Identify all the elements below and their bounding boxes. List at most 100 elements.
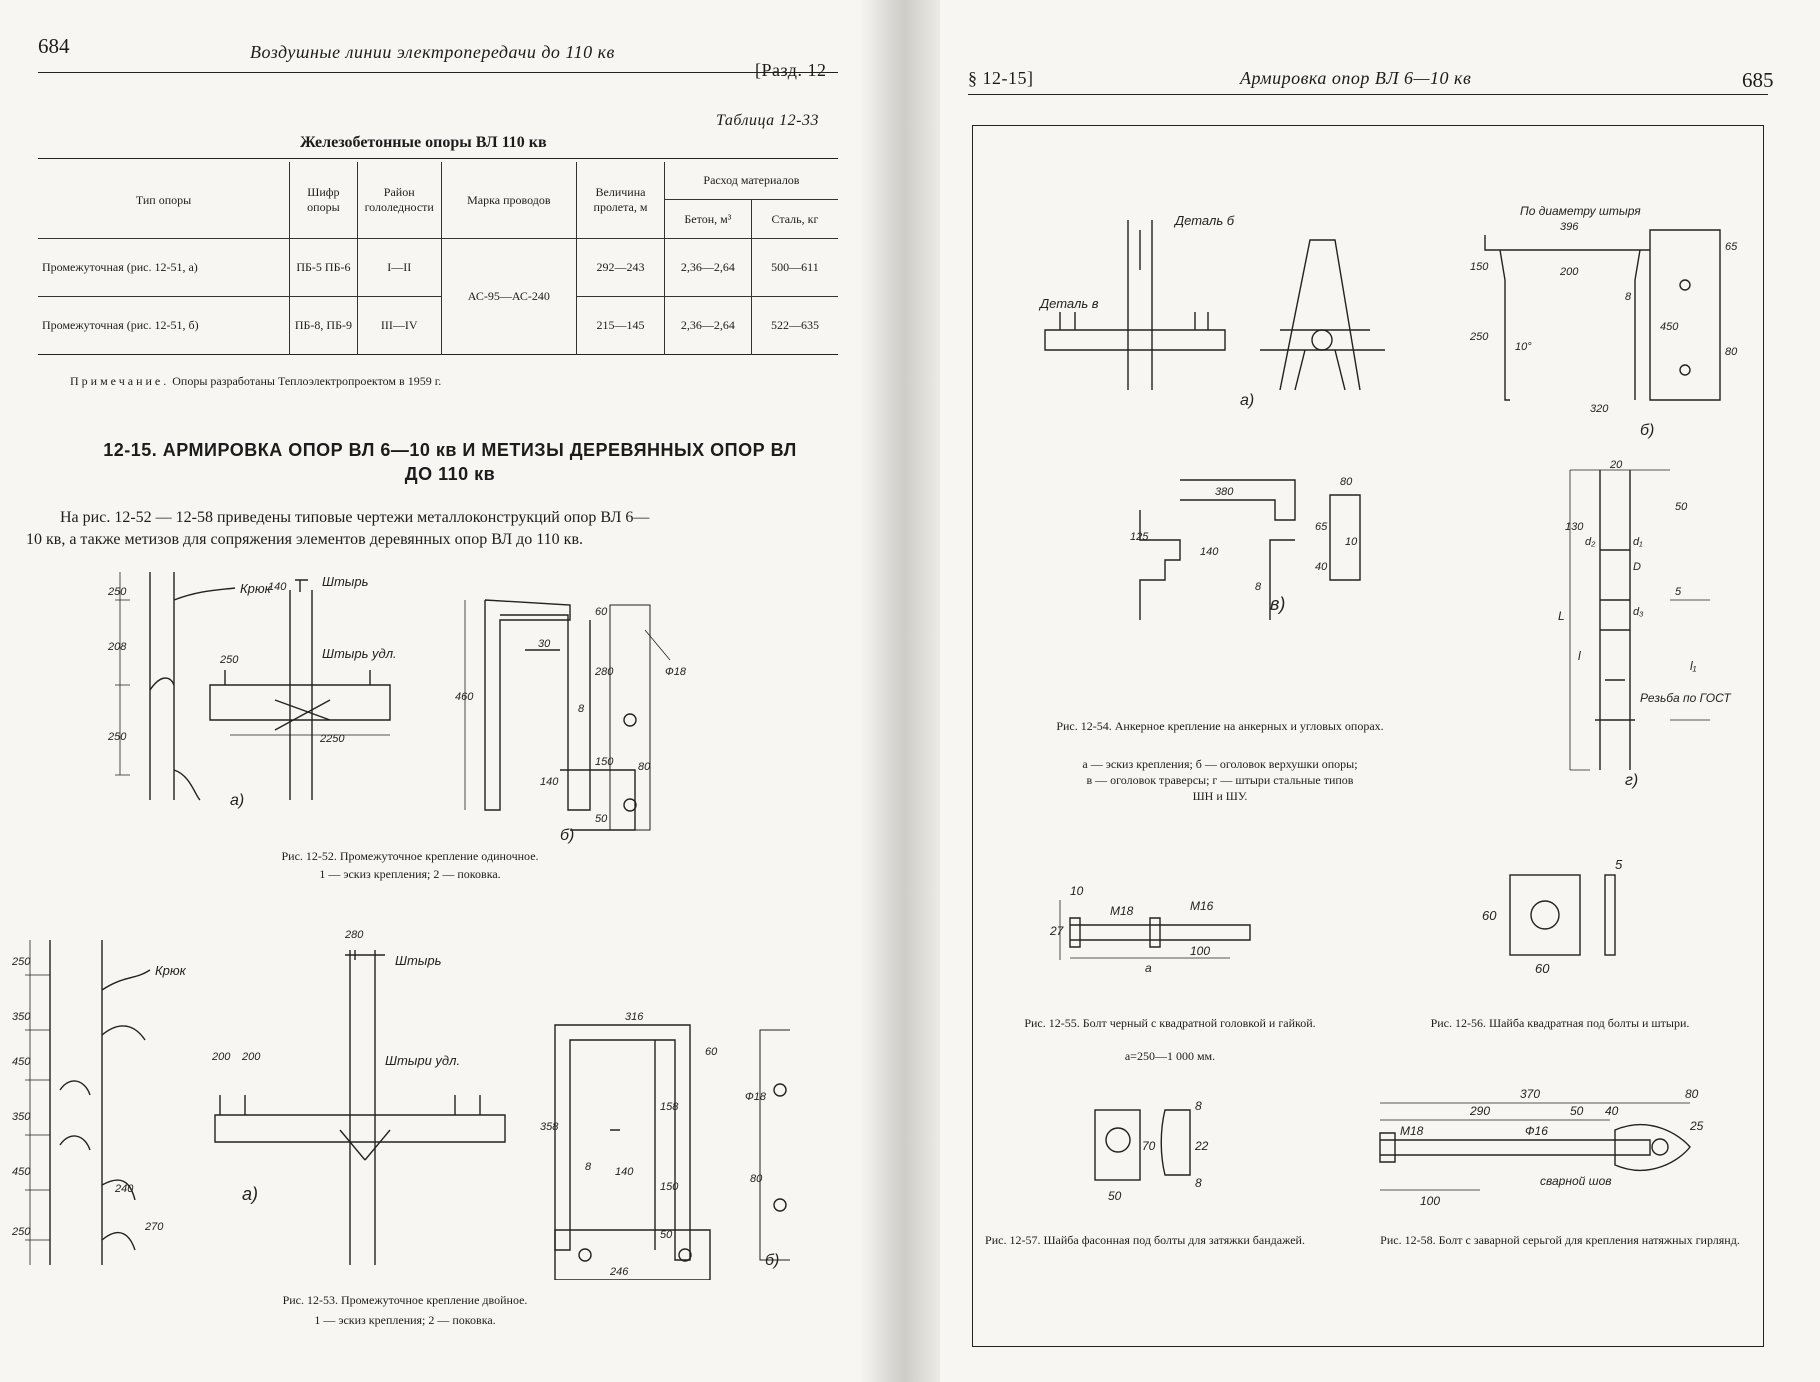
- note-12-55: а=250—1 000 мм.: [1124, 1049, 1216, 1063]
- legend-12-54-1: а — эскиз крепления; б — оголовок верхуш…: [1082, 757, 1358, 771]
- dim-phi18: Ф18: [665, 666, 687, 678]
- caption-12-54: Рис. 12-54. Анкерное крепление на анкерн…: [1056, 719, 1384, 733]
- th-wire: Марка проводов: [441, 162, 578, 239]
- figure-12-58: 370 80 290 50 40 25 Ф16 М18 100 сварной …: [1379, 1087, 1704, 1208]
- dim-350: 350: [12, 1111, 31, 1123]
- dim-150: 150: [1470, 261, 1489, 273]
- dim-250: 250: [1469, 331, 1489, 343]
- dim-8: 8: [1195, 1176, 1202, 1190]
- dim-280: 280: [344, 929, 364, 941]
- dim-65: 65: [1315, 521, 1328, 533]
- pole: [49, 940, 103, 1265]
- table-row: Промежуточная (рис. 12-51, б) ПБ-8, ПБ-9…: [38, 296, 838, 355]
- dim-350: 350: [12, 1011, 31, 1023]
- cell-concrete: 2,36—2,64: [664, 238, 752, 297]
- dim-50: 50: [1108, 1189, 1122, 1203]
- label-pin: Штырь: [322, 574, 369, 589]
- figure-frame: [972, 125, 1764, 1347]
- th-span: Величина пролета, м: [576, 162, 665, 239]
- left-page: 684 Воздушные линии электропередачи до 1…: [0, 0, 880, 1382]
- label-weld: сварной шов: [1540, 1174, 1612, 1188]
- dim-100: 100: [1190, 944, 1210, 958]
- dim-50: 50: [595, 813, 608, 825]
- header-rule-left: [38, 72, 838, 73]
- th-concrete: Бетон, м³: [664, 199, 752, 239]
- dim-8: 8: [1625, 291, 1632, 303]
- label-pin: Штырь: [395, 953, 442, 968]
- figure-12-57: 50 70 8 22 8: [1094, 1099, 1209, 1203]
- dim-290: 290: [1469, 1104, 1490, 1118]
- dim-8: 8: [1255, 581, 1262, 593]
- dim-140: 140: [268, 581, 287, 593]
- running-title-left: Воздушные линии электропередачи до 110 к…: [250, 42, 615, 62]
- dim-27: 27: [1050, 924, 1065, 938]
- label-v: в): [1270, 594, 1285, 614]
- th-steel: Сталь, кг: [771, 211, 819, 226]
- th-type: Тип опоры: [38, 162, 290, 239]
- figure-12-54: Деталь б Деталь в а) б) в) г) По диаметр…: [1038, 204, 1738, 789]
- dim-30: 30: [538, 638, 551, 650]
- dim-240: 240: [114, 1183, 134, 1195]
- dim-200: 200: [241, 1051, 261, 1063]
- caption-12-52: Рис. 12-52. Промежуточное крепление один…: [281, 849, 539, 863]
- dim-246: 246: [609, 1266, 629, 1278]
- pole: [149, 572, 175, 800]
- dim-396: 396: [1560, 221, 1579, 233]
- caption-12-57: Рис. 12-57. Шайба фасонная под болты для…: [985, 1233, 1305, 1247]
- dim-60: 60: [595, 606, 608, 618]
- cell-span: 292—243: [576, 238, 665, 297]
- dim-250: 250: [11, 956, 31, 968]
- cell-type: Промежуточная (рис. 12-51, б): [38, 296, 290, 355]
- label-a: а): [1240, 392, 1254, 409]
- dim-50: 50: [1675, 501, 1688, 513]
- dim-450: 450: [12, 1056, 31, 1068]
- th-code: Шифр опоры: [289, 162, 358, 239]
- dim-8: 8: [585, 1161, 592, 1173]
- materials-table: Тип опоры Шифр опоры Район гололедности …: [38, 162, 838, 355]
- dim-250: 250: [11, 1226, 31, 1238]
- cell-code: ПБ-5 ПБ-6: [289, 238, 358, 297]
- dim-200: 200: [1559, 266, 1579, 278]
- cell-steel: 500—611: [771, 260, 819, 274]
- note-label: Примечание.: [70, 374, 170, 388]
- dim-l: l: [1578, 649, 1581, 663]
- figure-12-53: Крюк Штырь Штыри удл. а) б) 250 350 450 …: [11, 929, 790, 1280]
- label-detail-b: Деталь б: [1173, 213, 1235, 228]
- cell-span: 215—145: [576, 296, 665, 355]
- th-ice: Район гололедности: [357, 162, 442, 239]
- dim-80: 80: [1725, 346, 1738, 358]
- legend-12-53: 1 — эскиз крепления; 2 — поковка.: [314, 1313, 496, 1327]
- hook: [173, 587, 236, 601]
- dim-65: 65: [1725, 241, 1738, 253]
- cell-ice: I—II: [357, 238, 442, 297]
- dim-100: 100: [1420, 1194, 1440, 1208]
- page-number-right: 685: [1742, 68, 1774, 92]
- label-diam: По диаметру штыря: [1520, 204, 1641, 218]
- cell-wire: АС-95—АС-240: [441, 238, 578, 355]
- dim-8: 8: [578, 703, 585, 715]
- table-title: Железобетонные опоры ВЛ 110 кв: [300, 134, 547, 151]
- header-rule-right: [968, 94, 1768, 95]
- intro-line-1: На рис. 12-52 — 12-58 приведены типовые …: [60, 509, 650, 526]
- dim-60: 60: [1535, 961, 1550, 976]
- dim-280: 280: [594, 666, 614, 678]
- dim-22: 22: [1194, 1139, 1209, 1153]
- dim-50: 50: [660, 1229, 673, 1241]
- dim-140: 140: [540, 776, 559, 788]
- dim-50: 50: [1570, 1104, 1584, 1118]
- dim-10: 10: [1070, 884, 1084, 898]
- caption-12-56: Рис. 12-56. Шайба квадратная под болты и…: [1430, 1016, 1690, 1030]
- dim-D: D: [1633, 561, 1641, 573]
- dim-10deg: 10°: [1515, 341, 1532, 353]
- dim-250: 250: [107, 586, 127, 598]
- dim-5: 5: [1675, 586, 1682, 598]
- dim-m18: М18: [1110, 904, 1134, 918]
- table-label: Таблица 12-33: [716, 112, 819, 129]
- dim-80: 80: [750, 1173, 763, 1185]
- label-a: а): [242, 1184, 258, 1204]
- label-b: б): [1640, 422, 1654, 439]
- dim-158: 158: [660, 1101, 679, 1113]
- cell-steel: 522—635: [770, 318, 819, 332]
- label-hook: Крюк: [240, 581, 272, 596]
- dim-40: 40: [1605, 1104, 1619, 1118]
